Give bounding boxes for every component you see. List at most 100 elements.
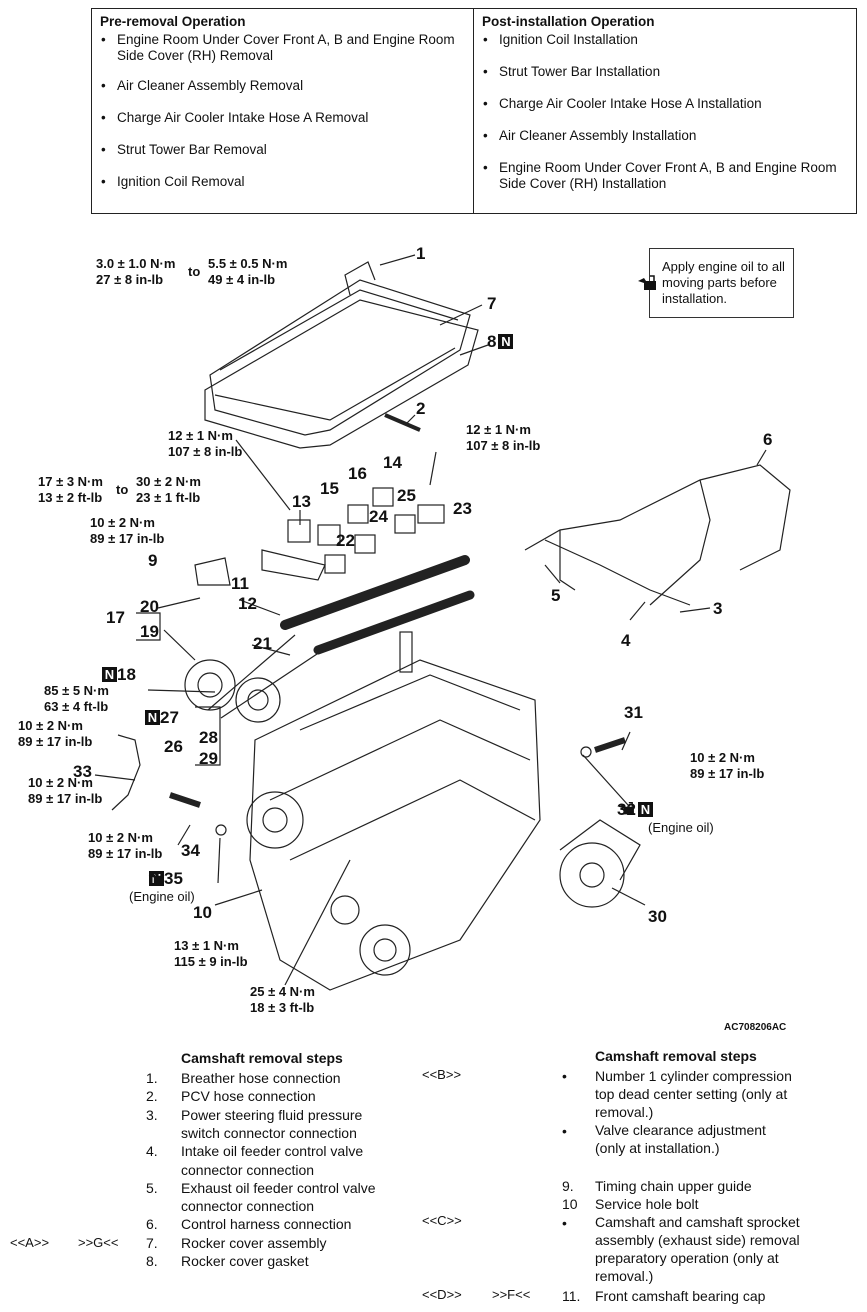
- post-installation-item-text: Ignition Coil Installation: [499, 32, 638, 47]
- callout-number: 23: [453, 499, 472, 518]
- callout-number: 13: [292, 492, 311, 511]
- reference-mark: >>F<<: [492, 1287, 531, 1302]
- note-text: moving parts before: [662, 275, 777, 290]
- oil-can-icon: [618, 801, 634, 815]
- callout-number: 26: [164, 737, 183, 756]
- callout-number: 11: [231, 574, 249, 593]
- torque-to-label: to: [116, 482, 129, 497]
- callout-number: 15: [320, 479, 339, 498]
- post-installation-item: Charge Air Cooler Intake Hose A Installa…: [482, 96, 848, 112]
- note-text: Apply engine oil to all: [662, 259, 785, 274]
- steps-left-title: Camshaft removal steps: [181, 1050, 343, 1066]
- steps-right-title: Camshaft removal steps: [595, 1048, 757, 1064]
- step-text: Service hole bolt: [595, 1196, 699, 1212]
- pre-removal-item-text: Strut Tower Bar Removal: [117, 142, 267, 157]
- callout-number: 34: [181, 841, 200, 860]
- pre-removal-item-text: Side Cover (RH) Removal: [117, 48, 274, 63]
- bullet: •: [562, 1215, 567, 1231]
- engine-oil-label: (Engine oil): [129, 889, 195, 904]
- callout-number: 3: [713, 599, 723, 618]
- callout-number: 22: [336, 531, 355, 550]
- callout-number: 24: [369, 507, 388, 526]
- engine-drawing: [94, 254, 791, 991]
- callout-number: 16: [348, 464, 367, 483]
- callout-number: 32N: [617, 801, 653, 819]
- step-text: Control harness connection: [181, 1216, 352, 1233]
- callout-number: N35: [147, 870, 183, 888]
- oil-can-icon: [148, 870, 164, 884]
- post-installation-item-text: Strut Tower Bar Installation: [499, 64, 661, 79]
- reference-mark: >>G<<: [78, 1235, 119, 1250]
- callout-number: 19: [140, 622, 159, 641]
- callout-number: 33: [73, 762, 92, 781]
- pre-removal-column: Pre-removal Operation Engine Room Under …: [92, 9, 474, 213]
- callout-number: 5: [551, 586, 561, 605]
- callout-number: 2: [416, 399, 426, 418]
- step-number: 6.: [146, 1216, 158, 1233]
- callout-number: 28: [199, 728, 218, 747]
- callout-number: 29: [199, 749, 218, 768]
- step-text: Rocker cover assembly: [181, 1234, 327, 1251]
- bullet: •: [562, 1123, 567, 1139]
- callout-number: 1: [416, 244, 426, 263]
- callout-number: 31: [624, 703, 643, 722]
- callout-number: 21: [253, 634, 272, 653]
- oil-can-icon: [638, 275, 656, 290]
- bullet: •: [562, 1068, 567, 1084]
- new-part-badge: N: [637, 802, 653, 817]
- step-number: 9.: [562, 1178, 574, 1194]
- step-text: Exhaust oil feeder control valve: [181, 1179, 376, 1196]
- post-installation-item: Ignition Coil Installation: [482, 32, 848, 48]
- post-installation-item-text: Air Cleaner Assembly Installation: [499, 128, 697, 143]
- callout-number: 7: [487, 294, 497, 313]
- callout-number: 4: [621, 631, 631, 650]
- post-installation-item: Engine Room Under Cover Front A, B and E…: [482, 160, 848, 192]
- step-text: switch connector connection: [181, 1124, 357, 1141]
- callout-number: 17: [106, 608, 125, 627]
- callout-number: 12: [238, 594, 257, 613]
- step-text: Breather hose connection: [181, 1070, 341, 1086]
- step-text: Power steering fluid pressure: [181, 1106, 363, 1123]
- post-installation-item-text: Engine Room Under Cover Front A, B and E…: [499, 160, 837, 175]
- engine-oil-label: (Engine oil): [648, 820, 714, 835]
- step-number: 5.: [146, 1179, 158, 1196]
- step-text: Timing chain upper guide: [595, 1178, 752, 1194]
- callout-number: 25: [397, 486, 416, 505]
- pre-removal-item: Engine Room Under Cover Front A, B and E…: [100, 32, 465, 64]
- step-text: PCV hose connection: [181, 1088, 316, 1105]
- note-text: installation.: [662, 291, 728, 306]
- post-installation-item-text: Side Cover (RH) Installation: [499, 176, 667, 191]
- reference-mark: <<B>>: [422, 1067, 462, 1082]
- callout-number: 6: [763, 430, 773, 449]
- step-number: 11.: [562, 1288, 581, 1304]
- step-number: 3.: [146, 1106, 158, 1123]
- pre-removal-item-text: Engine Room Under Cover Front A, B and E…: [117, 32, 455, 47]
- pre-removal-item: Ignition Coil Removal: [100, 174, 465, 190]
- step-number: 2.: [146, 1088, 158, 1105]
- engine-oil-note: Apply engine oil to all moving parts bef…: [638, 248, 794, 318]
- pre-removal-item-text: Ignition Coil Removal: [117, 174, 245, 189]
- pre-removal-item: Charge Air Cooler Intake Hose A Removal: [100, 110, 465, 126]
- step-number: 10: [562, 1196, 578, 1212]
- pre-removal-item-text: Charge Air Cooler Intake Hose A Removal: [117, 110, 369, 125]
- pre-removal-item: Air Cleaner Assembly Removal: [100, 78, 465, 94]
- torque-to-label: to: [188, 264, 201, 279]
- pre-removal-item: Strut Tower Bar Removal: [100, 142, 465, 158]
- step-text: connector connection: [181, 1198, 315, 1215]
- callout-number: 30: [648, 907, 667, 926]
- step-number: 7.: [146, 1234, 158, 1251]
